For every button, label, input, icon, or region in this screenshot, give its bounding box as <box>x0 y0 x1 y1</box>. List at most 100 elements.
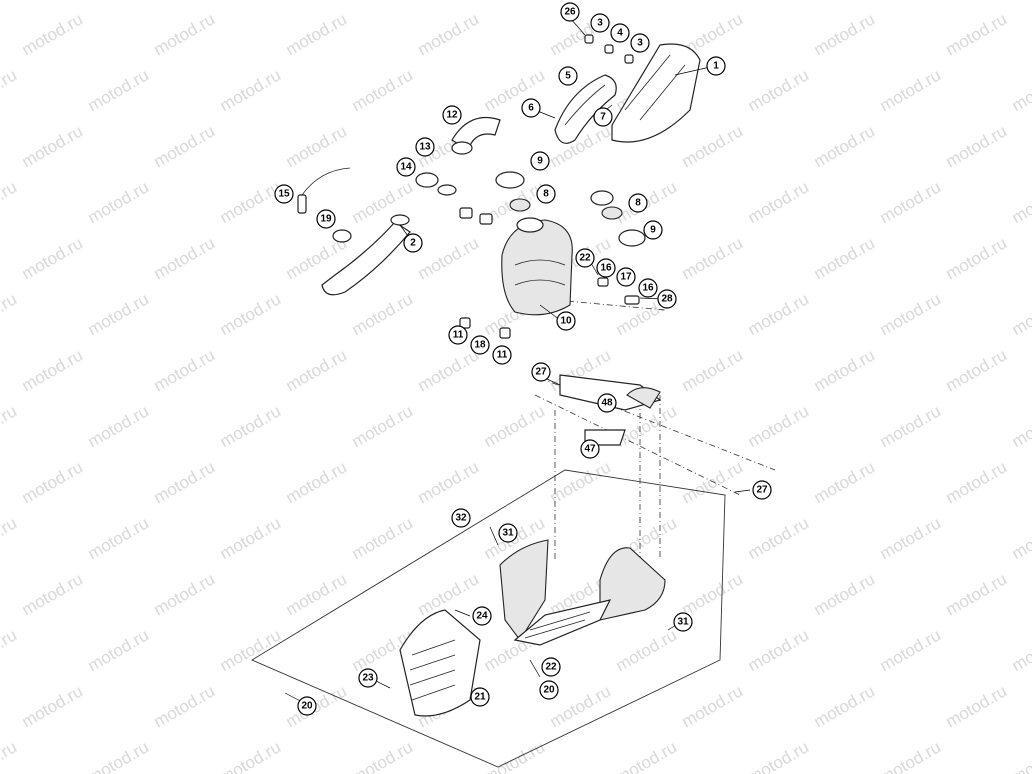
watermark-text: motod.ru <box>745 289 813 339</box>
svg-text:8: 8 <box>543 189 549 200</box>
watermark-text: motod.ru <box>85 513 153 563</box>
watermark-text: motod.ru <box>943 457 1011 507</box>
callout-12: 12 <box>442 105 462 125</box>
watermark-text: motod.ru <box>151 121 219 171</box>
watermark-text: motod.ru <box>85 289 153 339</box>
watermark-text: motod.ru <box>85 737 153 774</box>
callout-11b: 11 <box>492 345 512 365</box>
watermark-text: motod.ru <box>349 513 417 563</box>
bracket-dash-line-b <box>534 394 741 496</box>
watermark-text: motod.ru <box>811 681 879 731</box>
watermark-text: motod.ru <box>415 9 483 59</box>
watermark-text: motod.ru <box>811 569 879 619</box>
watermark-text: motod.ru <box>1009 289 1032 339</box>
svg-text:11: 11 <box>453 330 464 341</box>
gasket-part <box>332 229 352 243</box>
watermark-text: motod.ru <box>85 0 153 3</box>
watermark-text: motod.ru <box>613 625 681 675</box>
callout-22a: 22 <box>575 248 595 268</box>
svg-text:6: 6 <box>528 103 534 114</box>
svg-text:31: 31 <box>677 617 689 628</box>
watermark-text: motod.ru <box>481 401 549 451</box>
svg-text:28: 28 <box>661 294 673 305</box>
svg-text:18: 18 <box>474 340 486 351</box>
watermark-text: motod.ru <box>1009 0 1032 3</box>
watermark-text: motod.ru <box>19 681 87 731</box>
callout-9b: 9 <box>643 220 663 240</box>
svg-text:21: 21 <box>474 692 486 703</box>
watermark-text: motod.ru <box>19 9 87 59</box>
watermark-text: motod.ru <box>151 9 219 59</box>
bushing-parts <box>459 34 640 339</box>
svg-text:3: 3 <box>637 38 643 49</box>
watermark-text: motod.ru <box>283 9 351 59</box>
watermark-text: motod.ru <box>0 737 20 774</box>
watermark-text: motod.ru <box>217 177 285 227</box>
svg-text:5: 5 <box>565 71 571 82</box>
watermark-text: motod.ru <box>85 65 153 115</box>
svg-text:20: 20 <box>301 701 313 712</box>
watermark-text: motod.ru <box>679 345 747 395</box>
callout-layer: 26 3 4 3 1 5 6 7 12 13 14 9 8 15 19 2 8 … <box>274 2 772 716</box>
watermark-text: motod.ru <box>415 569 483 619</box>
watermark-text: motod.ru <box>811 457 879 507</box>
callout-20b: 20 <box>297 696 317 716</box>
exhaust-bend-part <box>451 116 501 155</box>
svg-text:48: 48 <box>601 398 613 409</box>
watermark-text: motod.ru <box>745 513 813 563</box>
svg-text:11: 11 <box>497 350 508 361</box>
callout-20a: 20 <box>539 680 559 700</box>
watermark-text: motod.ru <box>943 345 1011 395</box>
watermark-text: motod.ru <box>85 625 153 675</box>
watermark-text: motod.ru <box>151 345 219 395</box>
watermark-text: motod.ru <box>151 233 219 283</box>
watermark-text: motod.ru <box>877 65 945 115</box>
watermark-text: motod.ru <box>877 513 945 563</box>
watermark-text: motod.ru <box>943 9 1011 59</box>
callout-5: 5 <box>558 66 578 86</box>
watermark-text: motod.ru <box>1009 401 1032 451</box>
watermark-text: motod.ru <box>283 457 351 507</box>
svg-text:7: 7 <box>600 112 606 123</box>
callout-28: 28 <box>657 289 677 309</box>
watermark-text: motod.ru <box>19 121 87 171</box>
callout-9a: 9 <box>530 151 550 171</box>
callout-10: 10 <box>556 311 576 331</box>
callout-3b: 3 <box>630 33 650 53</box>
watermark-text: motod.ru <box>283 569 351 619</box>
watermark-text: motod.ru <box>1009 737 1032 774</box>
watermark-text: motod.ru <box>745 0 813 3</box>
skid-plate-frame <box>251 469 726 768</box>
watermark-text: motod.ru <box>1009 65 1032 115</box>
watermark-text: motod.ru <box>877 401 945 451</box>
watermark-text: motod.ru <box>679 681 747 731</box>
heat-shield-part <box>554 74 617 144</box>
callout-22b: 22 <box>541 657 561 677</box>
watermark-text: motod.ru <box>217 625 285 675</box>
watermark-text: motod.ru <box>1009 625 1032 675</box>
callout-19: 19 <box>316 209 336 229</box>
watermark-text: motod.ru <box>19 345 87 395</box>
header-pipe-part <box>321 214 411 296</box>
svg-text:16: 16 <box>600 263 612 274</box>
callout-16b: 16 <box>638 278 658 298</box>
watermark-text: motod.ru <box>0 289 20 339</box>
watermark-text: motod.ru <box>85 401 153 451</box>
watermark-text: motod.ru <box>0 625 20 675</box>
callout-15: 15 <box>274 184 294 204</box>
callout-21: 21 <box>470 687 490 707</box>
watermark-text: motod.ru <box>745 401 813 451</box>
svg-text:12: 12 <box>446 110 458 121</box>
watermark-text: motod.ru <box>679 569 747 619</box>
watermark-text: motod.ru <box>217 401 285 451</box>
watermark-text: motod.ru <box>349 0 417 3</box>
watermark-text: motod.ru <box>19 569 87 619</box>
watermark-text: motod.ru <box>349 737 417 774</box>
mount-dash-line <box>554 299 666 311</box>
watermark-text: motod.ru <box>0 401 20 451</box>
svg-text:4: 4 <box>617 28 623 39</box>
callout-11a: 11 <box>448 325 468 345</box>
svg-text:27: 27 <box>756 485 768 496</box>
watermark-text: motod.ru <box>415 233 483 283</box>
